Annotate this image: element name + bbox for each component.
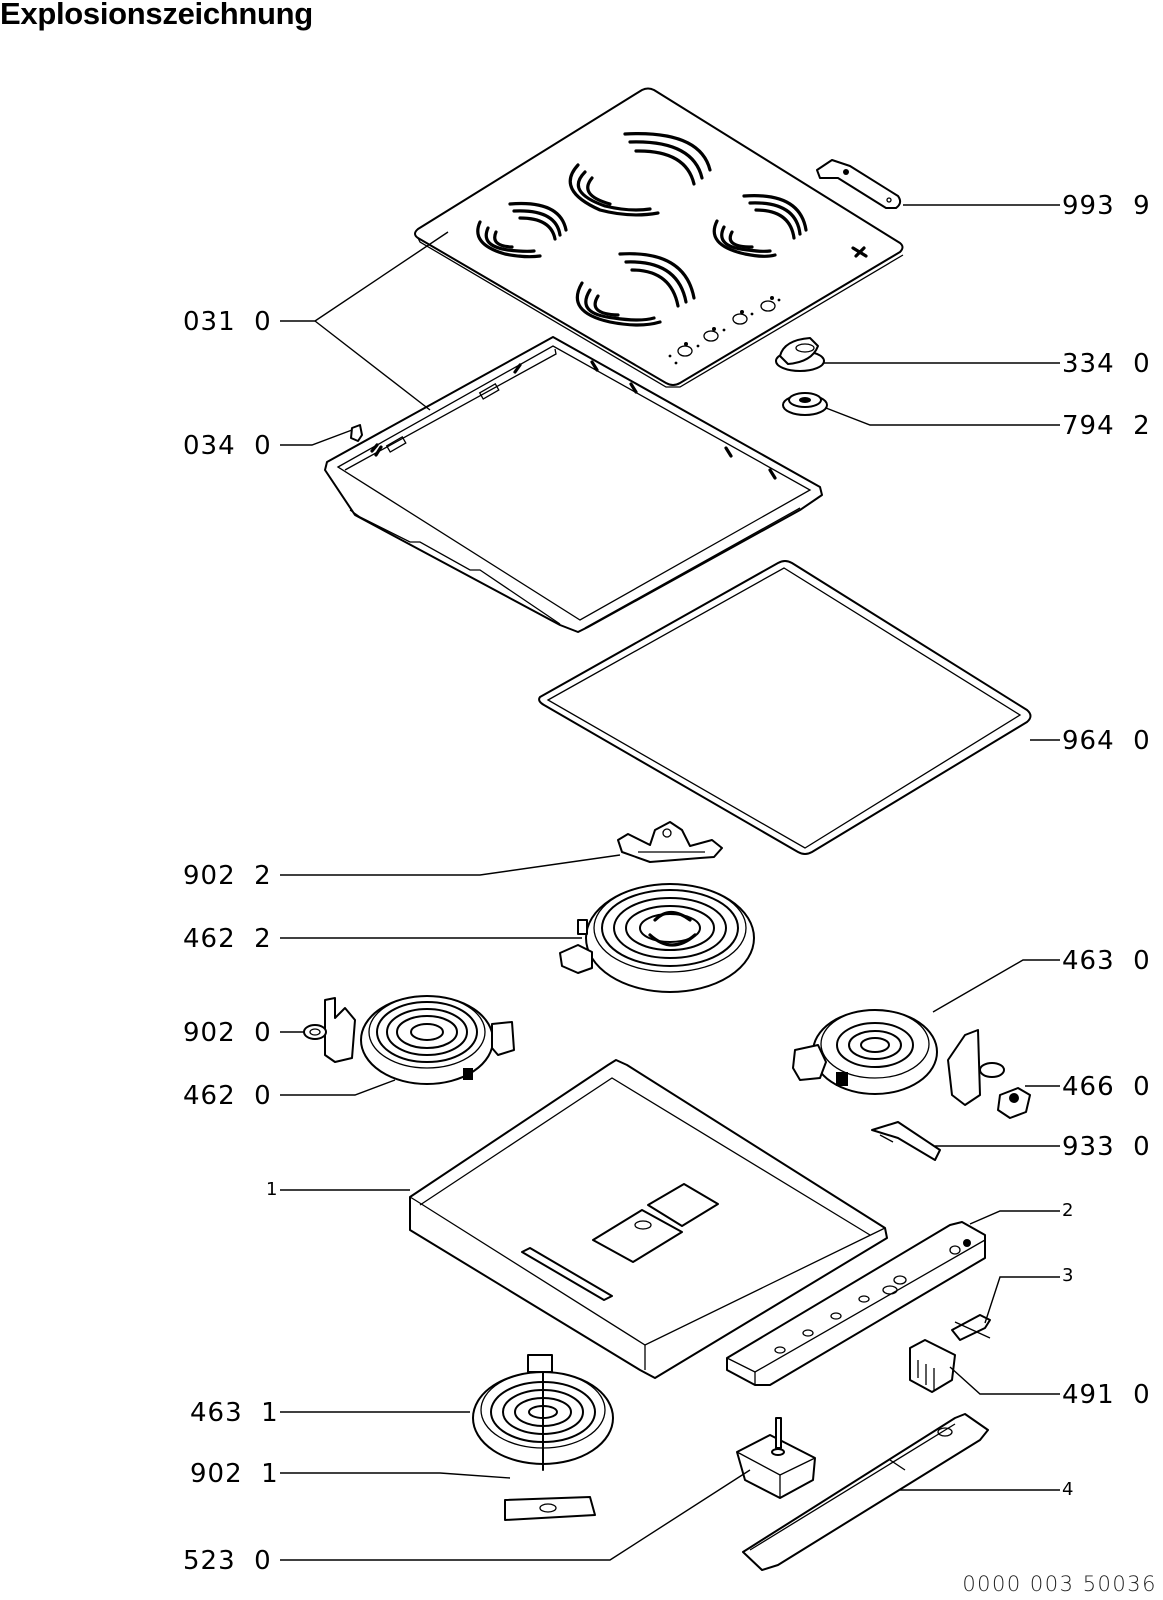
bottom-tray bbox=[409, 1059, 888, 1379]
energy-regulator-523 bbox=[736, 1417, 816, 1499]
cooking-zone-marks bbox=[476, 132, 808, 327]
part-label-902-1: 902 1 bbox=[190, 1459, 279, 1489]
seal-gasket-964 bbox=[538, 560, 1032, 855]
spring-clip-933 bbox=[871, 1121, 941, 1161]
heating-element-463-0 bbox=[792, 1009, 938, 1095]
heating-element-462-2 bbox=[559, 883, 755, 993]
part-label-2: 2 bbox=[1062, 1200, 1075, 1221]
control-knob-334 bbox=[775, 337, 825, 372]
document-number: 0000 003 50036 bbox=[962, 1572, 1157, 1596]
part-label-463-0: 463 0 bbox=[1062, 946, 1151, 976]
part-label-462-0: 462 0 bbox=[183, 1081, 272, 1111]
bracket-right bbox=[947, 1029, 1005, 1106]
part-label-993-9: 993 9 bbox=[1062, 191, 1151, 221]
part-label-4: 4 bbox=[1062, 1479, 1075, 1500]
part-label-462-2: 462 2 bbox=[183, 924, 272, 954]
bracket-holder-993 bbox=[816, 159, 902, 209]
glass-ceramic-top bbox=[414, 87, 904, 388]
part-label-466-0: 466 0 bbox=[1062, 1072, 1151, 1102]
leader-lines bbox=[280, 204, 1060, 1561]
control-panel-markings bbox=[668, 246, 868, 365]
knob-bushing-794 bbox=[782, 392, 828, 416]
part-label-334-0: 334 0 bbox=[1062, 349, 1151, 379]
part-label-794-2: 794 2 bbox=[1062, 411, 1151, 441]
heating-element-463-1 bbox=[472, 1354, 614, 1471]
part-label-964-0: 964 0 bbox=[1062, 726, 1151, 756]
part-label-034-0: 034 0 bbox=[183, 431, 272, 461]
bracket-902-0 bbox=[303, 997, 356, 1063]
heating-element-462-0 bbox=[360, 995, 515, 1085]
clip-034 bbox=[350, 424, 363, 442]
cover-strip bbox=[742, 1413, 989, 1571]
clamp-3 bbox=[951, 1314, 991, 1341]
part-label-523-0: 523 0 bbox=[183, 1546, 272, 1576]
part-label-1: 1 bbox=[266, 1179, 279, 1200]
bracket-902-2 bbox=[617, 821, 723, 863]
part-label-491-0: 491 0 bbox=[1062, 1380, 1151, 1410]
part-label-902-2: 902 2 bbox=[183, 861, 272, 891]
brand-logo-icon bbox=[851, 246, 868, 258]
part-label-031-0: 031 0 bbox=[183, 307, 272, 337]
part-label-902-0: 902 0 bbox=[183, 1018, 272, 1048]
cooktop-frame bbox=[324, 336, 823, 633]
control-housing bbox=[726, 1221, 986, 1386]
part-label-3: 3 bbox=[1062, 1265, 1075, 1286]
bracket-902-1 bbox=[504, 1496, 596, 1521]
part-label-933-0: 933 0 bbox=[1062, 1132, 1151, 1162]
part-label-463-1: 463 1 bbox=[190, 1398, 279, 1428]
page-title: Explosionszeichnung bbox=[0, 0, 313, 31]
connector-491 bbox=[909, 1339, 956, 1393]
terminal-block-466 bbox=[997, 1087, 1031, 1119]
